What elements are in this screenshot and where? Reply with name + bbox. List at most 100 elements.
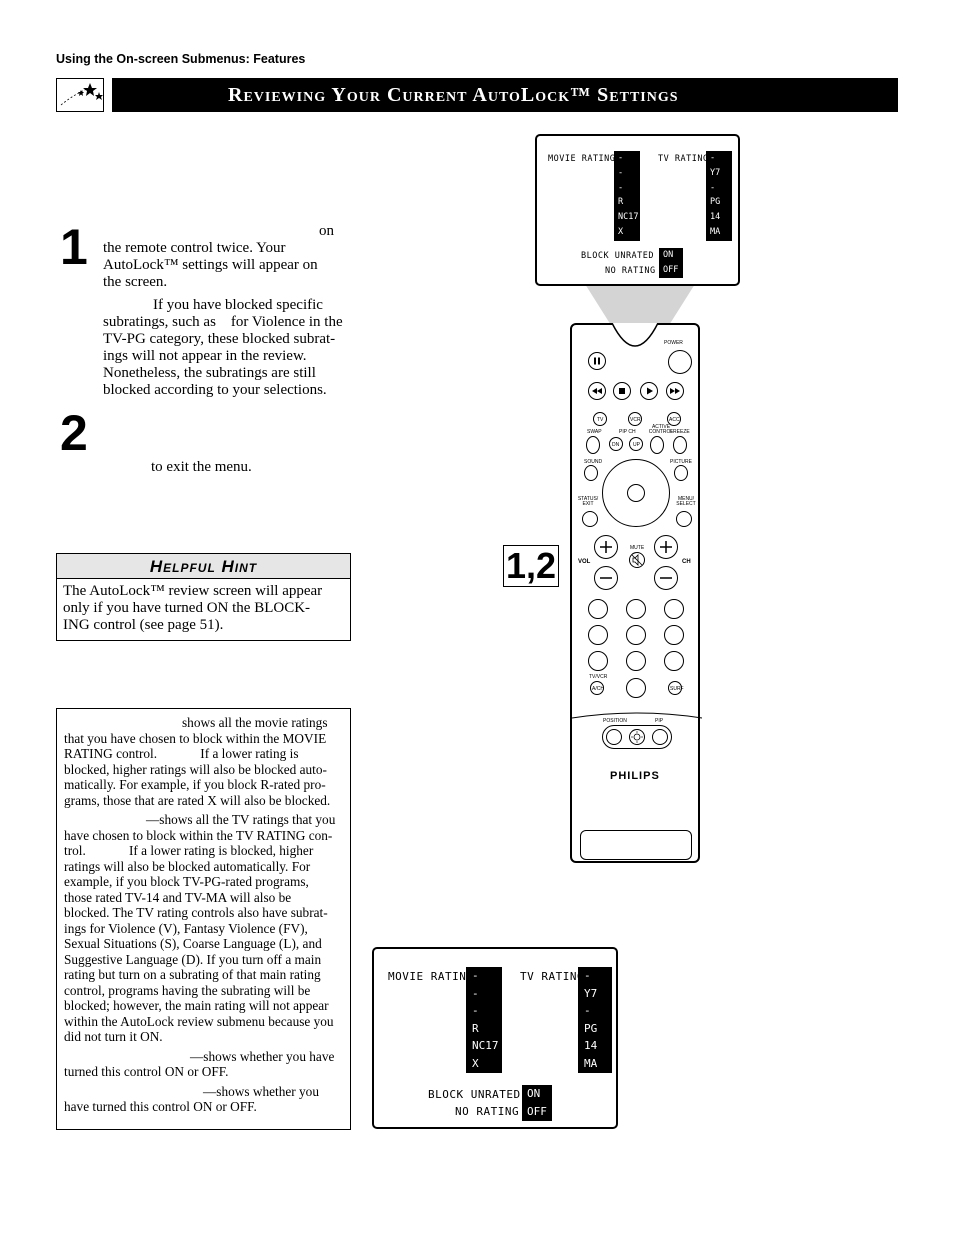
explanation-line: —shows all the TV ratings that you (146, 812, 336, 827)
remote-label-panel (580, 830, 692, 860)
number-button-4[interactable] (588, 625, 608, 645)
number-button-6[interactable] (664, 625, 684, 645)
movie-value: - (618, 182, 624, 193)
swap-label: SWAP (587, 429, 602, 435)
explanation-line: ratings will also be blocked automatical… (64, 858, 311, 874)
swap-button[interactable] (586, 436, 600, 454)
movie-rating-explanation: shows all the movie ratings that you hav… (64, 715, 344, 808)
remote-control: POWER TV VCR ACC SWAP PIP CH ACTIVE CONT… (570, 323, 702, 863)
av-label: A/CH (592, 686, 604, 692)
pip-button[interactable] (652, 729, 668, 745)
block-values: ON OFF (659, 248, 683, 278)
pip-ch-down-button[interactable]: DN (609, 437, 623, 451)
block-unrated-label: BLOCK UNRATED (428, 1088, 521, 1101)
freeze-label: FREEZE (670, 429, 690, 435)
play-button[interactable] (640, 382, 658, 400)
navigation-pad[interactable] (602, 459, 670, 527)
channel-up-button[interactable] (654, 535, 678, 559)
note-line-3: TV-PG category, these blocked subrat- (103, 331, 336, 347)
picture-button[interactable] (674, 465, 688, 481)
explanation-line: Sexual Situations (S), Coarse Language (… (64, 936, 322, 951)
menu-select-label: MENU/ SELECT (676, 496, 696, 507)
up-label: UP (633, 442, 640, 448)
tv-mode-button[interactable]: TV (593, 412, 607, 426)
movie-value: - (618, 153, 624, 163)
explanation-line: have chosen to block within the TV RATIN… (64, 827, 333, 843)
freeze-button[interactable] (673, 436, 687, 454)
light-icon (631, 731, 643, 743)
volume-up-button[interactable] (594, 535, 618, 559)
minus-icon (600, 577, 612, 579)
note-line-4: ings will not appear in the review. (103, 348, 307, 364)
remote-top-notch (611, 323, 659, 347)
no-rating-value: OFF (527, 1104, 547, 1118)
picture-label: PICTURE (670, 459, 692, 465)
tv-value: PG (710, 197, 721, 208)
pip-light-button[interactable] (629, 729, 645, 745)
position-button[interactable] (606, 729, 622, 745)
number-button-8[interactable] (626, 651, 646, 671)
mute-icon (631, 554, 643, 566)
tv-value: MA (584, 1056, 598, 1070)
rewind-button[interactable] (588, 382, 606, 400)
movie-value: - (472, 1004, 479, 1017)
step-1-text-line-4: the screen. (103, 274, 168, 290)
movie-rating-label: MOVIE RATING (388, 970, 474, 983)
tv-value: - (710, 153, 716, 163)
autolock-review-screen-large: MOVIE RATING - - - R NC17 X TV RATING - … (372, 947, 618, 1129)
active-control-label: ACTIVE CONTROL (648, 424, 674, 435)
tv-value: - (584, 1004, 591, 1017)
active-control-button[interactable] (650, 436, 664, 454)
step-1-text-line-1: on (319, 223, 334, 239)
block-values: ON OFF (522, 1085, 552, 1121)
explanation-line: control, programs having the subrating w… (64, 982, 311, 998)
status-exit-button[interactable] (582, 511, 598, 527)
movie-rating-label: MOVIE RATING (548, 154, 616, 164)
remote-divider-line (572, 712, 702, 719)
pip-ch-up-button[interactable]: UP (629, 437, 643, 451)
step-number-1: 1 (60, 219, 88, 275)
power-button[interactable] (668, 350, 692, 374)
surf-button[interactable]: SURF (668, 681, 684, 695)
number-button-7[interactable] (588, 651, 608, 671)
play-icon (647, 387, 653, 395)
number-button-9[interactable] (664, 651, 684, 671)
vcr-label: VCR (630, 417, 641, 423)
number-button-3[interactable] (664, 599, 684, 619)
channel-down-button[interactable] (654, 566, 678, 590)
menu-select-button[interactable] (676, 511, 692, 527)
explanation-line: RATING control. If a lower rating is (64, 746, 299, 761)
vcr-mode-button[interactable]: VCR (628, 412, 642, 426)
step-1-text-line-2: the remote control twice. Your (103, 240, 286, 256)
plus-icon (600, 541, 612, 553)
dn-label: DN (612, 442, 620, 448)
sleep-button[interactable] (588, 352, 606, 370)
number-button-1[interactable] (588, 599, 608, 619)
volume-down-button[interactable] (594, 566, 618, 590)
movie-value: - (618, 167, 624, 178)
av-button[interactable]: A/CH (590, 681, 604, 695)
number-button-5[interactable] (626, 625, 646, 645)
tv-beam-graphic (585, 284, 695, 330)
step-1-text-line-3: AutoLock™ settings will appear on (103, 257, 318, 273)
number-button-0[interactable] (626, 678, 646, 698)
movie-rating-values: - - - R NC17 X (614, 151, 640, 241)
explanation-line: that you have chosen to block within the… (64, 730, 327, 746)
fast-forward-button[interactable] (666, 382, 684, 400)
movie-value: R (618, 197, 624, 208)
number-button-2[interactable] (626, 599, 646, 619)
tv-rating-values: - Y7 - PG 14 MA (706, 151, 732, 241)
acc-mode-button[interactable]: ACC (667, 412, 681, 426)
shooting-star-icon (56, 78, 104, 112)
center-button[interactable] (627, 484, 645, 502)
helpful-hint-box: Helpful Hint The AutoLock™ review screen… (56, 553, 351, 641)
explanation-line: have turned this control ON or OFF. (64, 1099, 257, 1114)
block-unrated-label: BLOCK UNRATED (581, 251, 655, 261)
mute-button[interactable] (629, 552, 645, 568)
no-rating-explanation: —shows whether you have turned this cont… (64, 1084, 344, 1115)
sound-button[interactable] (584, 465, 598, 481)
tv-value: MA (710, 226, 721, 237)
tv-vcr-label: TV/VCR (589, 674, 608, 680)
stop-button[interactable] (613, 382, 631, 400)
note-line-2: subratings, such as for Violence in the (103, 314, 343, 330)
